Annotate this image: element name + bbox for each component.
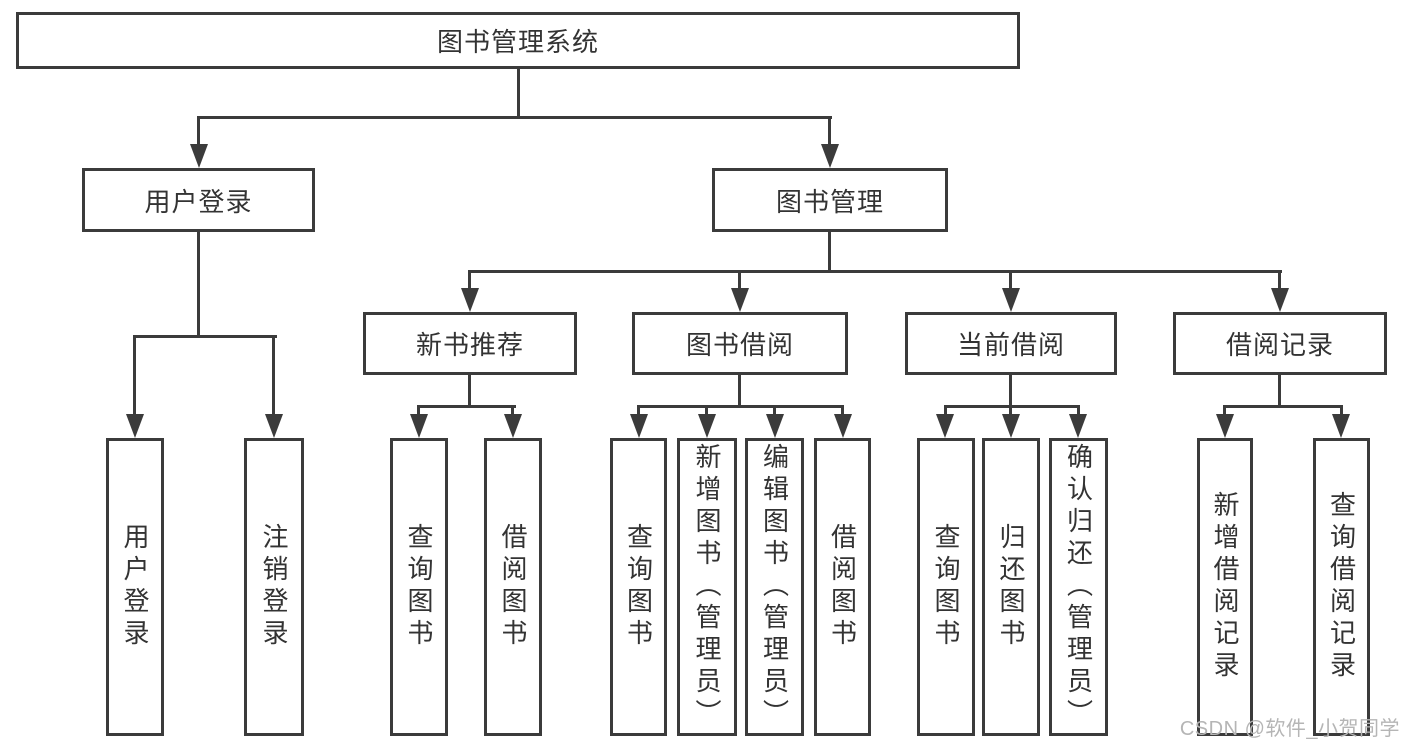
node-new-book-recommendation-label: 新书推荐 [415, 330, 524, 360]
leaf-borrow-books-borrowing-label: 借阅图书 [827, 523, 858, 651]
arrow-down-icon [1002, 414, 1020, 438]
leaf-query-books-current: 查询图书 [917, 438, 975, 736]
node-book-management-label: 图书管理 [775, 186, 884, 217]
connector-drop-leaf-logout [272, 335, 275, 417]
leaf-query-books-borrowing-label: 查询图书 [623, 523, 654, 651]
connector-drop [637, 405, 640, 419]
connector-drop [1223, 405, 1226, 419]
arrow-down-icon [936, 414, 954, 438]
node-new-book-recommendation: 新书推荐 [363, 312, 577, 375]
leaf-borrow-books-recommend: 借阅图书 [484, 438, 542, 736]
connector-current-borrowing-stem [1009, 375, 1012, 408]
connector-drop [841, 405, 844, 419]
leaf-return-books-label: 归还图书 [996, 523, 1026, 651]
arrow-down-icon [630, 414, 648, 438]
leaf-add-books-admin: 新增图书（管理员） [677, 438, 737, 736]
leaf-user-login-label: 用户登录 [120, 523, 150, 651]
connector-drop-current-borrowing [1009, 270, 1012, 290]
leaf-query-borrow-record-label: 查询借阅记录 [1326, 491, 1357, 683]
connector-new-book-split [417, 405, 516, 408]
connector-drop [705, 405, 708, 419]
leaf-add-borrow-record-label: 新增借阅记录 [1210, 491, 1240, 683]
csdn-watermark: CSDN @软件_小贺同学 [1179, 718, 1400, 740]
connector-root-stem [517, 69, 520, 119]
leaf-edit-books-admin-label: 编辑图书（管理员） [759, 443, 790, 731]
leaf-borrow-books-borrowing: 借阅图书 [814, 438, 871, 736]
node-user-login-label: 用户登录 [144, 186, 253, 217]
arrow-down-icon [190, 144, 208, 168]
leaf-logout-login-label: 注销登录 [259, 523, 289, 651]
connector-drop [511, 405, 514, 419]
leaf-query-books-recommend: 查询图书 [390, 438, 448, 736]
connector-book-management-stem [828, 232, 831, 272]
connector-drop-book-management [828, 116, 831, 148]
connector-drop [1077, 405, 1080, 419]
connector-book-borrowing-split [637, 405, 844, 408]
connector-book-management-split [468, 270, 1282, 273]
connector-drop-book-borrowing [738, 270, 741, 290]
node-current-borrowing-label: 当前借阅 [956, 330, 1065, 360]
connector-borrowing-records-stem [1278, 375, 1281, 408]
arrow-down-icon [821, 144, 839, 168]
arrow-down-icon [766, 414, 784, 438]
arrow-down-icon [1332, 414, 1350, 438]
node-book-borrowing: 图书借阅 [632, 312, 848, 375]
leaf-logout-login: 注销登录 [244, 438, 304, 736]
node-library-system: 图书管理系统 [16, 12, 1020, 69]
connector-drop-user-login [197, 116, 200, 148]
node-borrowing-records: 借阅记录 [1173, 312, 1387, 375]
connector-drop-borrowing-records [1278, 270, 1281, 290]
arrow-down-icon [698, 414, 716, 438]
leaf-add-books-admin-label: 新增图书（管理员） [692, 443, 722, 731]
leaf-query-books-borrowing: 查询图书 [610, 438, 667, 736]
connector-drop-new-book [468, 270, 471, 290]
arrow-down-icon [410, 414, 428, 438]
leaf-user-login: 用户登录 [106, 438, 164, 736]
connector-drop [773, 405, 776, 419]
arrow-down-icon [1216, 414, 1234, 438]
connector-drop [1009, 405, 1012, 419]
connector-user-login-stem [197, 232, 200, 337]
node-current-borrowing: 当前借阅 [905, 312, 1117, 375]
node-user-login: 用户登录 [82, 168, 315, 232]
connector-current-borrowing-split [944, 405, 1080, 408]
node-borrowing-records-label: 借阅记录 [1225, 330, 1334, 360]
leaf-confirm-return-admin-label: 确认归还（管理员） [1063, 443, 1094, 731]
connector-drop-leaf-user-login [133, 335, 136, 417]
connector-drop [1340, 405, 1343, 419]
leaf-query-books-current-label: 查询图书 [931, 523, 961, 651]
arrow-down-icon [461, 288, 479, 312]
node-book-borrowing-label: 图书借阅 [685, 330, 794, 360]
connector-drop [417, 405, 420, 419]
connector-root-split [197, 116, 832, 119]
leaf-edit-books-admin: 编辑图书（管理员） [745, 438, 804, 736]
node-book-management: 图书管理 [712, 168, 948, 232]
leaf-query-borrow-record: 查询借阅记录 [1313, 438, 1370, 736]
leaf-query-books-recommend-label: 查询图书 [404, 523, 434, 651]
arrow-down-icon [126, 414, 144, 438]
arrow-down-icon [1002, 288, 1020, 312]
arrow-down-icon [1271, 288, 1289, 312]
arrow-down-icon [265, 414, 283, 438]
arrow-down-icon [834, 414, 852, 438]
arrow-down-icon [1069, 414, 1087, 438]
arrow-down-icon [504, 414, 522, 438]
leaf-add-borrow-record: 新增借阅记录 [1197, 438, 1253, 736]
arrow-down-icon [731, 288, 749, 312]
connector-book-borrowing-stem [738, 375, 741, 408]
node-library-system-label: 图书管理系统 [436, 27, 599, 57]
connector-borrowing-records-split [1223, 405, 1343, 408]
connector-drop [944, 405, 947, 419]
leaf-borrow-books-recommend-label: 借阅图书 [498, 523, 528, 651]
leaf-return-books: 归还图书 [982, 438, 1040, 736]
leaf-confirm-return-admin: 确认归还（管理员） [1049, 438, 1108, 736]
connector-user-login-split [133, 335, 277, 338]
connector-new-book-stem [468, 375, 471, 408]
